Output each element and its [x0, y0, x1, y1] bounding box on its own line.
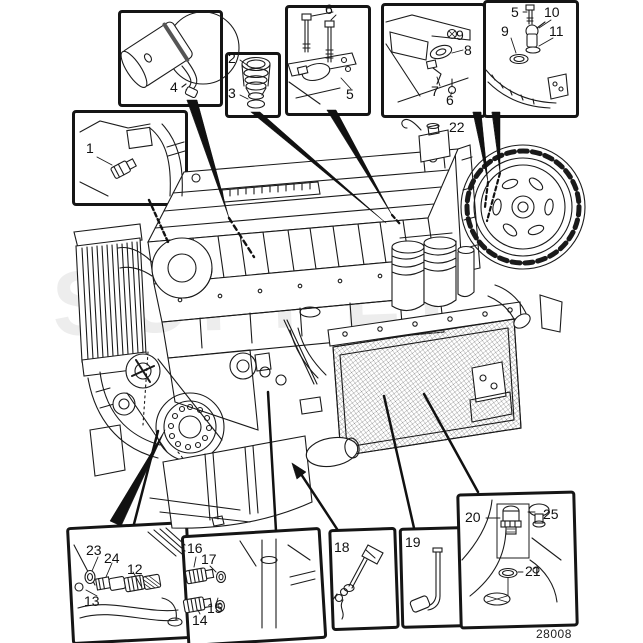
part-label-16: 16: [187, 540, 203, 556]
part-art-dipstick-tube: [409, 547, 443, 613]
part-label-15: 15: [207, 600, 223, 616]
part-label-25: 25: [543, 506, 559, 522]
leader-lines: [109, 99, 502, 533]
part-label-24: 24: [104, 550, 120, 566]
belt-pulleys: [112, 351, 257, 471]
part-label-14: 14: [192, 612, 208, 628]
part-label-13: 13: [84, 593, 100, 609]
part-art-oil-filter: [120, 11, 240, 99]
part-label-5a: 5: [346, 86, 354, 102]
part-label-6b: 6: [446, 92, 454, 108]
part-label-2: 2: [228, 50, 236, 66]
callout-box-flywheel-sensor: [483, 0, 579, 118]
flywheel: [454, 144, 586, 273]
part-label-3: 3: [228, 85, 236, 101]
part-art-flywheel-sensor: [485, 4, 569, 109]
part-art-drain-fittings: [73, 527, 186, 627]
starter-motor: [305, 436, 360, 468]
part-art-oil-pressure: [461, 499, 562, 606]
engine-mount: [469, 284, 563, 423]
part-label-22: 22: [449, 119, 465, 135]
part-label-18: 18: [334, 539, 350, 555]
part-label-12: 12: [127, 561, 143, 577]
part-label-19: 19: [405, 534, 421, 550]
engine-block-details: [167, 319, 327, 431]
front-housing: [117, 237, 213, 299]
part-label-1: 1: [86, 140, 94, 156]
part-label-11: 11: [549, 23, 564, 39]
part-label-9a: 9: [456, 27, 464, 43]
coolant-hoses: [87, 371, 161, 459]
part-label-10: 10: [544, 4, 560, 20]
part-art-coolant-temp: [79, 120, 186, 197]
part-label-21: 21: [525, 563, 541, 579]
part-label-5b: 5: [511, 4, 519, 20]
part-label-4: 4: [170, 79, 178, 95]
part-label-6a: 6: [325, 1, 333, 17]
part-art-pressure-sensors: [182, 538, 316, 629]
part-label-8: 8: [464, 42, 472, 58]
frame-rails: [89, 424, 251, 523]
part-art-injector-sensor: [287, 11, 357, 105]
engine-illustration: [73, 118, 586, 529]
part-art-dipstick-handle: [331, 544, 384, 620]
fuel-filters: [391, 232, 475, 312]
heat-exchanger: [73, 223, 149, 377]
part-label-9b: 9: [501, 23, 509, 39]
figure-number: 28008: [536, 627, 572, 641]
part-label-7: 7: [431, 83, 439, 99]
part-label-23: 23: [86, 542, 102, 558]
part-art-plug: [239, 56, 271, 109]
part-label-20: 20: [465, 509, 481, 525]
part-art-temp-sensors: [385, 14, 471, 103]
part-label-17: 17: [201, 551, 217, 567]
expansion-tank: [401, 118, 451, 173]
